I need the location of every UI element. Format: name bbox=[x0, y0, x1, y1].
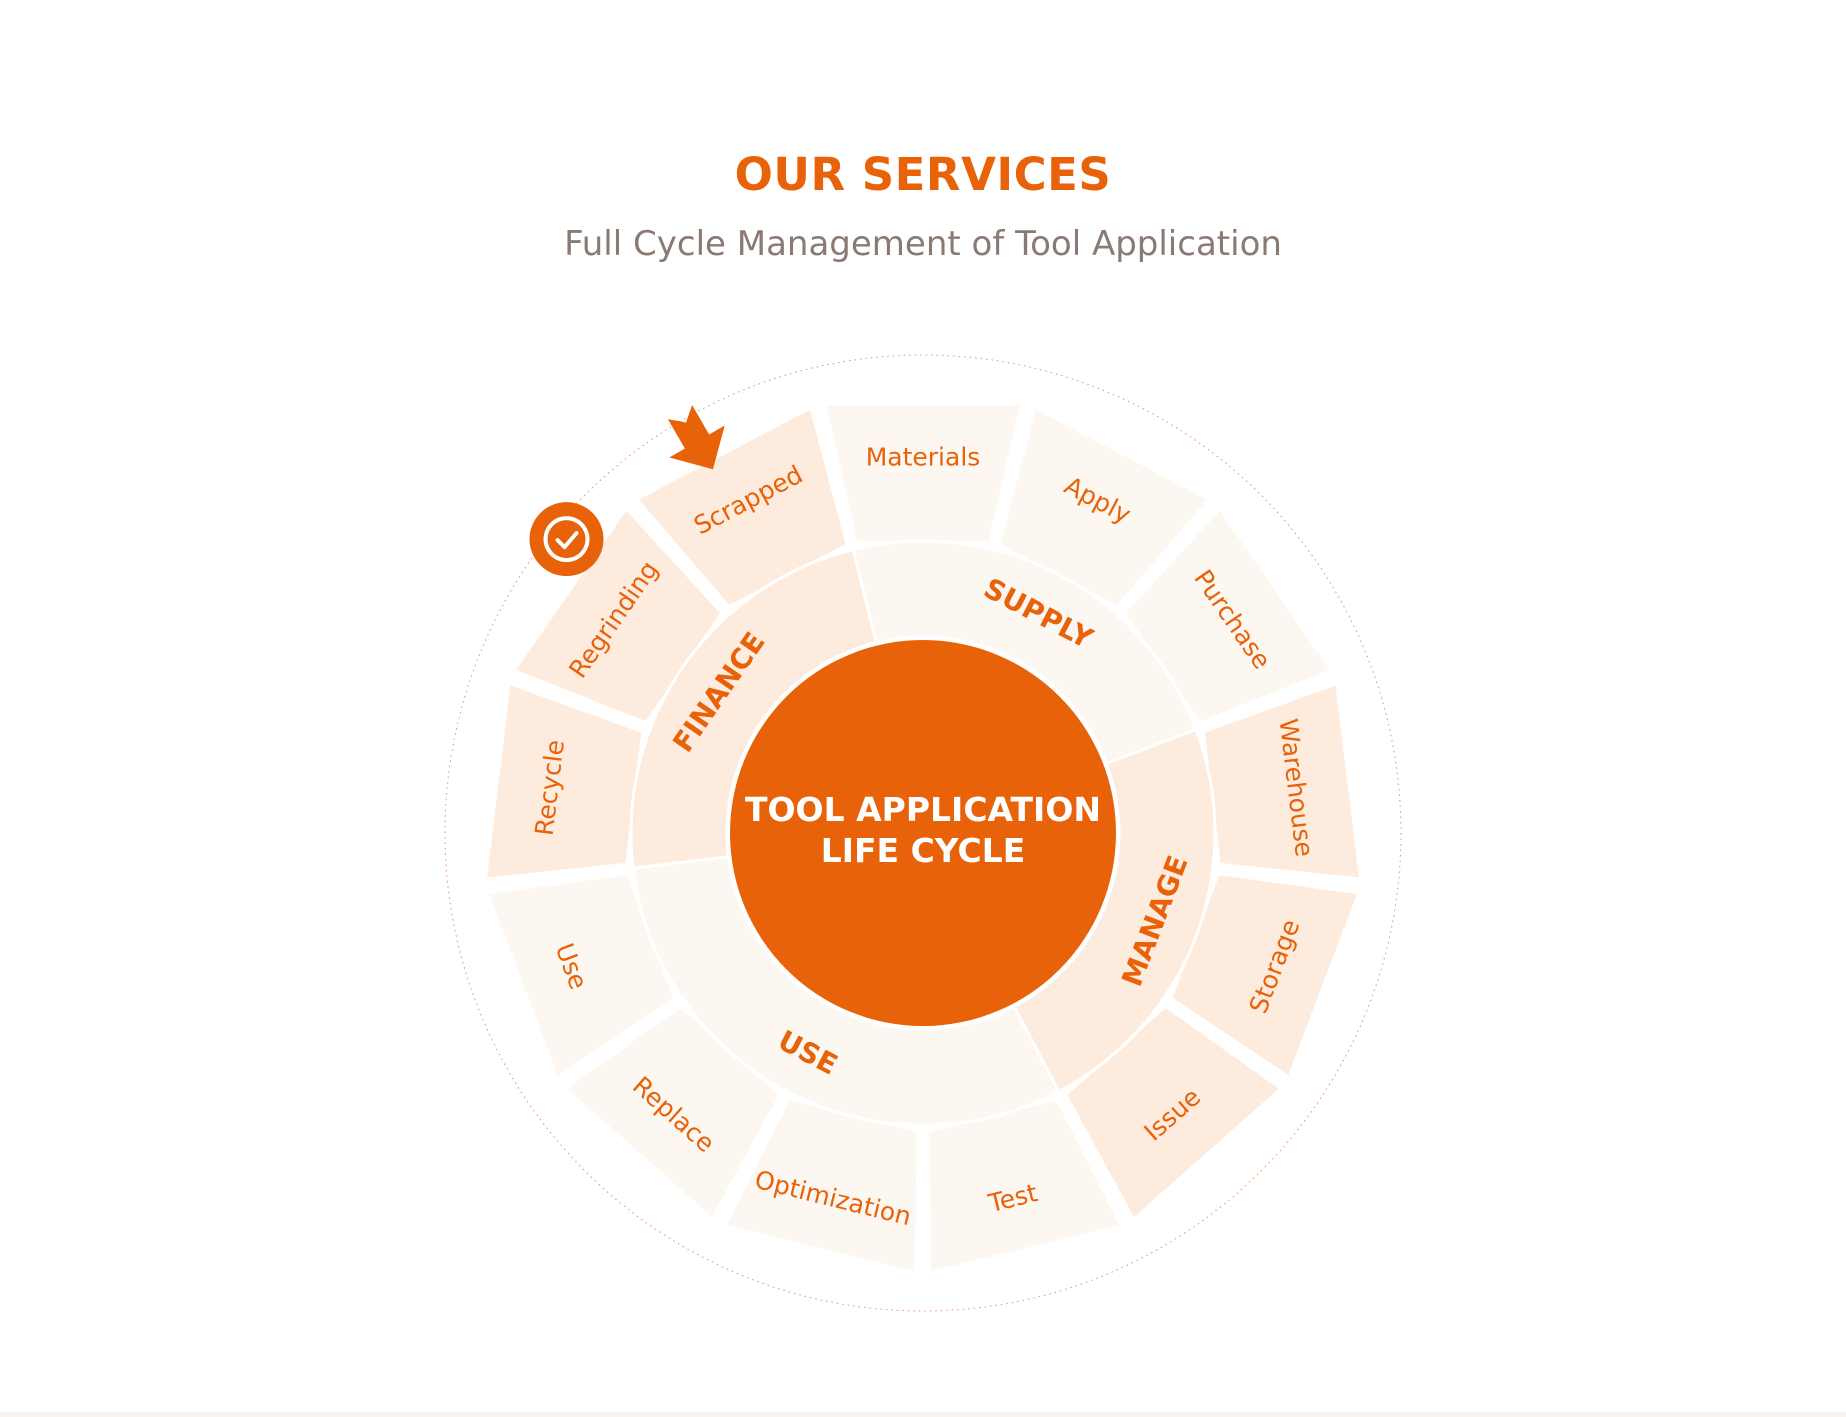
segment-tile bbox=[926, 1097, 1123, 1275]
segment-replace: Replace bbox=[563, 1004, 782, 1221]
segment-purchase: Purchase bbox=[1122, 506, 1334, 725]
segment-tile bbox=[997, 405, 1212, 609]
check-badge-core bbox=[547, 520, 586, 559]
dotted-guide-ring bbox=[444, 354, 1402, 1312]
center-circle bbox=[730, 640, 1116, 1026]
segment-label: Materials bbox=[866, 443, 981, 472]
segment-tile bbox=[822, 402, 1024, 545]
segment-apply: Apply bbox=[997, 405, 1212, 609]
segments-layer: Materials ApplyPurchaseWarehouseStorageIs… bbox=[483, 402, 1363, 1275]
page-subtitle: Full Cycle Management of Tool Applicatio… bbox=[564, 224, 1282, 264]
bottom-strip bbox=[0, 1412, 1846, 1417]
segment-tile bbox=[1169, 872, 1361, 1079]
segment-warehouse: Warehouse bbox=[1201, 681, 1363, 881]
check-badge-icon bbox=[529, 502, 604, 577]
phase-use: USE bbox=[631, 854, 1061, 1127]
segment-tile bbox=[483, 681, 645, 881]
segment-test: Test bbox=[926, 1097, 1123, 1275]
segment-storage: Storage bbox=[1169, 872, 1361, 1079]
segment-tile bbox=[1201, 681, 1363, 881]
segment-use: Use bbox=[485, 872, 677, 1079]
check-mark bbox=[555, 531, 579, 550]
segment-issue: Issue bbox=[1064, 1004, 1283, 1221]
page-title: OUR SERVICES bbox=[734, 148, 1112, 201]
segment-tile bbox=[723, 1097, 920, 1275]
center-title-line1: TOOL APPLICATION bbox=[745, 790, 1101, 829]
icons-layer bbox=[529, 405, 725, 577]
segment-tile bbox=[634, 405, 849, 609]
segment-scrapped: Scrapped bbox=[634, 405, 849, 609]
segment-tile bbox=[1122, 506, 1334, 725]
guide-layer bbox=[444, 354, 1402, 1312]
segment-optimization: Optimization bbox=[723, 1097, 920, 1275]
arrow-shape bbox=[667, 405, 725, 470]
segment-tile bbox=[563, 1004, 782, 1221]
center-title-line2: LIFE CYCLE bbox=[821, 831, 1026, 870]
segment-recycle: Recycle bbox=[483, 681, 645, 881]
segment-materials: Materials bbox=[822, 402, 1024, 545]
segment-tile bbox=[485, 872, 677, 1079]
segment-tile bbox=[1064, 1004, 1283, 1221]
arrow-icon bbox=[667, 405, 725, 470]
